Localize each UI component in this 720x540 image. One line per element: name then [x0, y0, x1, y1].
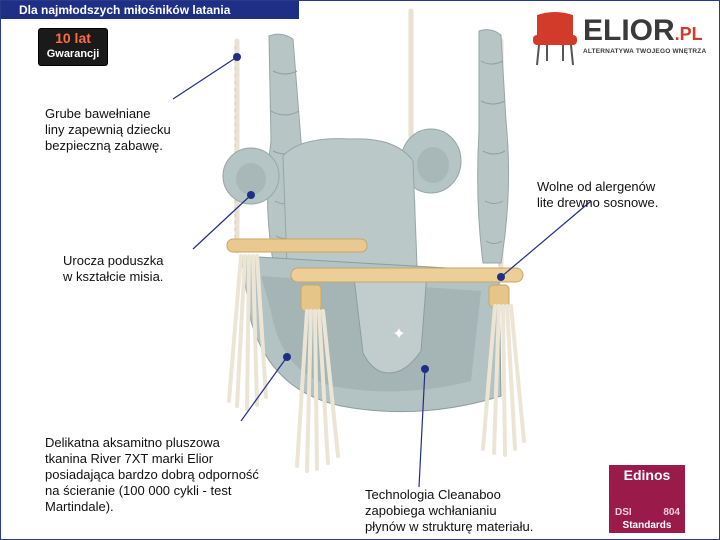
caption-line: Delikatna aksamitno pluszowa [45, 435, 220, 450]
warranty-label: Gwarancji [46, 48, 100, 60]
caption-line: Martindale). [45, 499, 114, 514]
caption-line: Grube bawełniane [45, 106, 151, 121]
feature-caption-ropes: Grube bawełniane liny zapewnią dziecku b… [45, 106, 171, 154]
callout-markers [233, 53, 505, 373]
caption-line: Urocza poduszka [63, 253, 164, 268]
certificate-code-left: DSI [615, 507, 632, 518]
svg-text:✦: ✦ [392, 324, 405, 343]
certificate-title: Edinos [623, 467, 671, 483]
chair-icon [533, 12, 577, 66]
banner-text: Dla najmłodszych miłośników latania [19, 3, 231, 17]
top-banner: Dla najmłodszych miłośników latania [1, 1, 299, 19]
feature-caption-cushion: Urocza poduszka w kształcie misia. [63, 253, 163, 285]
caption-line: Wolne od alergenów [537, 179, 656, 194]
caption-line: tkanina River 7XT marki Elior [45, 451, 214, 466]
marker-dot [421, 365, 429, 373]
marker-dot [233, 53, 241, 61]
caption-line: bezpieczną zabawę. [45, 138, 163, 153]
teddy-bear-cushion [222, 128, 462, 267]
rope-tassels [227, 254, 526, 473]
warranty-years: 10 lat [55, 30, 91, 46]
brand-suffix: .PL [674, 24, 703, 44]
brand-name-text: ELIOR [583, 14, 675, 47]
warranty-badge: 10 lat Gwarancji [39, 29, 107, 65]
caption-line: zapobiega wchłanianiu [365, 503, 497, 518]
caption-line: posiadająca bardzo dobrą odporność [45, 467, 259, 482]
certificate-subtitle: Standards [622, 520, 672, 531]
marker-dot [497, 273, 505, 281]
caption-line: lite drewno sosnowe. [537, 195, 659, 210]
caption-line: liny zapewnią dziecku [45, 122, 171, 137]
marker-dot [247, 191, 255, 199]
edinos-certificate-badge: Edinos DSI 804 Standards [609, 465, 685, 533]
caption-line: płynów w strukturę materiału. [365, 519, 534, 534]
certificate-code-right: 804 [663, 507, 680, 518]
caption-line: Technologia Cleanaboo [365, 487, 501, 502]
feature-caption-wood: Wolne od alergenów lite drewno sosnowe. [537, 179, 658, 211]
brand-logo: ELIOR.PL ALTERNATYWA TWOJEGO WNĘTRZA [521, 5, 717, 69]
feature-caption-cleanaboo: Technologia Cleanaboo zapobiega wchłania… [365, 487, 533, 535]
caption-line: w kształcie misia. [63, 269, 164, 284]
brand-name: ELIOR.PL [583, 15, 703, 50]
marker-dot [283, 353, 291, 361]
caption-line: na ścieranie (100 000 cykli - test [45, 483, 232, 498]
feature-caption-fabric: Delikatna aksamitno pluszowa tkanina Riv… [45, 435, 259, 515]
pine-wood-bars [226, 238, 524, 312]
callout-lines [172, 56, 592, 488]
brand-tagline: ALTERNATYWA TWOJEGO WNĘTRZA [583, 48, 707, 55]
